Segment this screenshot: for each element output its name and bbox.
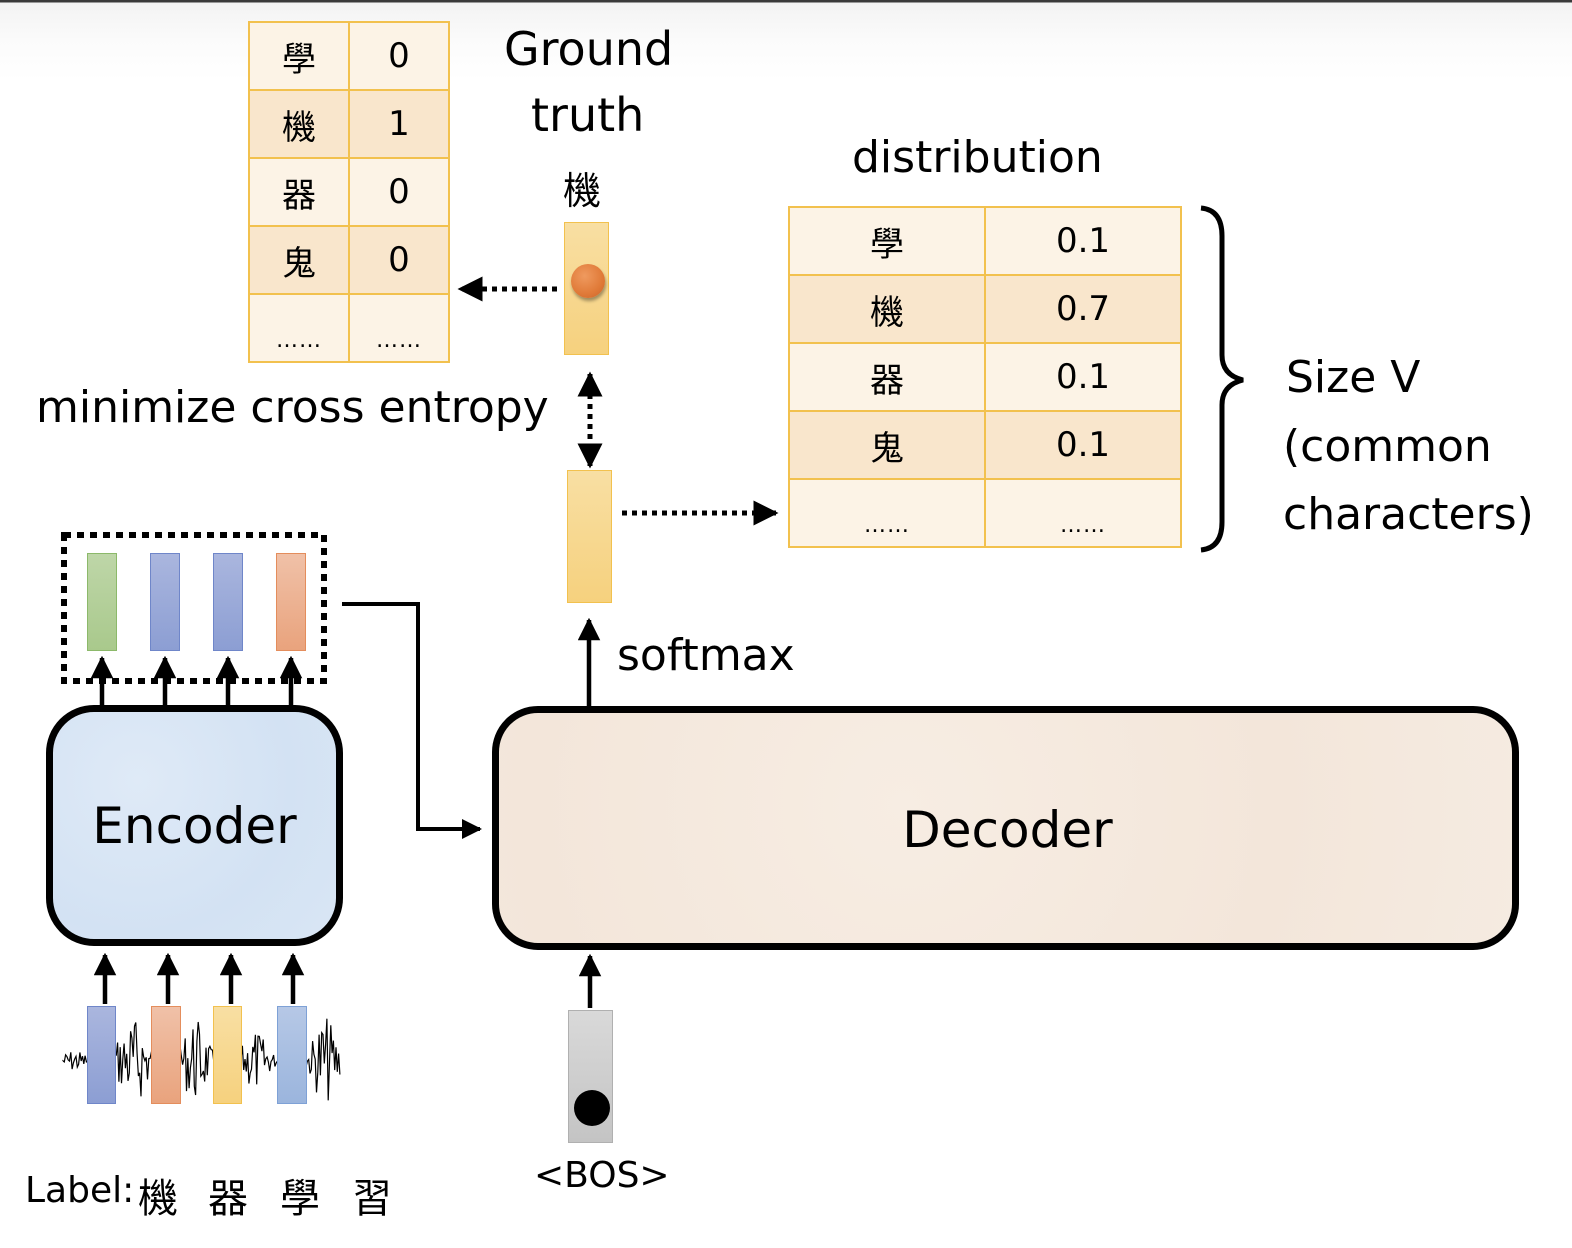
value-cell: 0 bbox=[348, 225, 450, 295]
table-row: …… …… bbox=[248, 293, 450, 363]
encoder-input-arrows bbox=[93, 952, 305, 1004]
prob-cell: 0.1 bbox=[984, 410, 1182, 480]
characters-label: characters) bbox=[1283, 489, 1534, 540]
input-label-char: 機 bbox=[138, 1176, 178, 1222]
bos-dot-icon bbox=[574, 1090, 610, 1126]
char-cell: 鬼 bbox=[248, 225, 350, 295]
encoder-label: Encoder bbox=[92, 796, 297, 855]
ellipsis-cell: …… bbox=[788, 478, 986, 548]
acoustic-feature-vector bbox=[151, 1006, 181, 1104]
char-cell: 機 bbox=[788, 274, 986, 344]
encoder-output-vector bbox=[276, 553, 306, 651]
ground-truth-title-line1: Ground bbox=[504, 22, 674, 76]
encoder-output-vector bbox=[87, 553, 117, 651]
encoder-block: Encoder bbox=[46, 705, 343, 946]
bos-label: <BOS> bbox=[534, 1155, 670, 1196]
prob-cell: 0.7 bbox=[984, 274, 1182, 344]
ellipsis: …… bbox=[1060, 513, 1106, 538]
char-cell: 機 bbox=[248, 89, 350, 159]
char-cell: 器 bbox=[788, 342, 986, 412]
char-cell: 學 bbox=[248, 21, 350, 91]
ellipsis: …… bbox=[276, 328, 322, 353]
ellipsis-cell: …… bbox=[248, 293, 350, 363]
loss-label: minimize cross entropy bbox=[36, 382, 549, 433]
softmax-label: softmax bbox=[617, 630, 795, 681]
ellipsis: …… bbox=[376, 328, 422, 353]
prob-cell: 0.1 bbox=[984, 206, 1182, 276]
acoustic-feature-vector bbox=[87, 1006, 116, 1104]
distribution-title: distribution bbox=[852, 132, 1103, 183]
size-v-label: Size V bbox=[1286, 352, 1421, 403]
ellipsis-cell: …… bbox=[984, 478, 1182, 548]
char-cell: 器 bbox=[248, 157, 350, 227]
char-cell: 學 bbox=[788, 206, 986, 276]
encoder-output-vector bbox=[213, 553, 243, 651]
input-label-char: 習 bbox=[352, 1176, 392, 1222]
input-label-prefix: Label: bbox=[25, 1170, 135, 1211]
ellipsis: …… bbox=[864, 513, 910, 538]
acoustic-feature-vector bbox=[277, 1006, 307, 1104]
prob-cell: 0.1 bbox=[984, 342, 1182, 412]
encoder-to-decoder-arrow bbox=[342, 602, 482, 839]
char-cell: 鬼 bbox=[788, 410, 986, 480]
value-cell: 1 bbox=[348, 89, 450, 159]
encoder-output-vector bbox=[150, 553, 180, 651]
decoder-label: Decoder bbox=[902, 801, 1113, 859]
one-hot-dot-icon bbox=[571, 264, 605, 298]
input-label-char: 器 bbox=[208, 1176, 248, 1222]
encoder-output-arrows bbox=[90, 655, 303, 708]
ellipsis-cell: …… bbox=[348, 293, 450, 363]
output-vector bbox=[567, 470, 612, 603]
ground-truth-title-line2: truth bbox=[531, 88, 645, 142]
value-cell: 0 bbox=[348, 21, 450, 91]
decoder-block: Decoder bbox=[492, 706, 1519, 950]
table-row: …… …… bbox=[788, 478, 1182, 548]
common-label: (common bbox=[1283, 421, 1492, 472]
acoustic-feature-vector bbox=[213, 1006, 242, 1104]
input-label-char: 學 bbox=[280, 1176, 320, 1222]
curly-brace-icon bbox=[1200, 205, 1244, 553]
value-cell: 0 bbox=[348, 157, 450, 227]
ground-truth-token: 機 bbox=[563, 169, 602, 213]
